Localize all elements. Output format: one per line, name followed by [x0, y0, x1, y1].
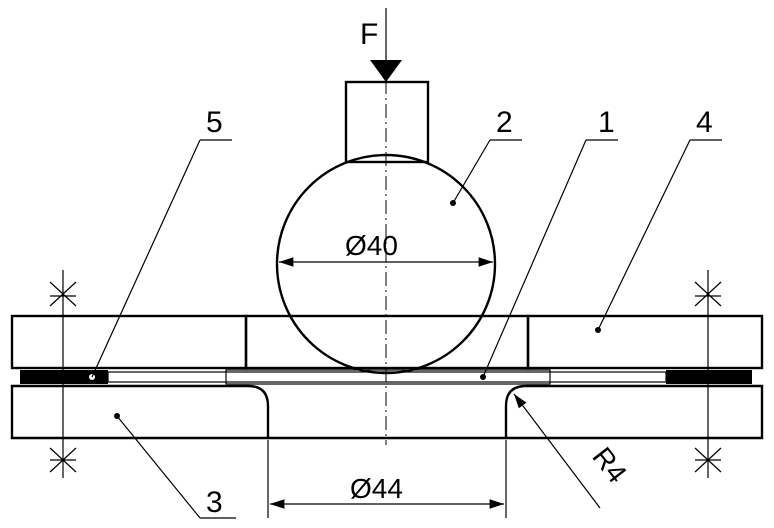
force-arrow: [370, 8, 402, 82]
lower-die-part-3: [10, 384, 764, 440]
fillet-radius-label: R4: [586, 441, 632, 488]
part-label-1: 1: [598, 106, 615, 139]
ball-diameter-label: Ø40: [345, 230, 398, 261]
opening-diameter-label: Ø44: [350, 473, 403, 504]
force-label: F: [360, 18, 378, 51]
right-bolt: [694, 270, 722, 478]
gasket-part-5: [20, 370, 752, 384]
left-bolt: [49, 270, 77, 478]
part-label-4: 4: [696, 106, 713, 139]
leader-lines: [91, 139, 722, 519]
part-label-3: 3: [206, 486, 223, 519]
upper-clamp-plate-part-4: [10, 314, 764, 370]
fillet-radius-leader: [513, 393, 601, 509]
opening-diameter-dimension: [267, 440, 507, 518]
part-label-5: 5: [206, 106, 223, 139]
part-label-2: 2: [496, 106, 513, 139]
